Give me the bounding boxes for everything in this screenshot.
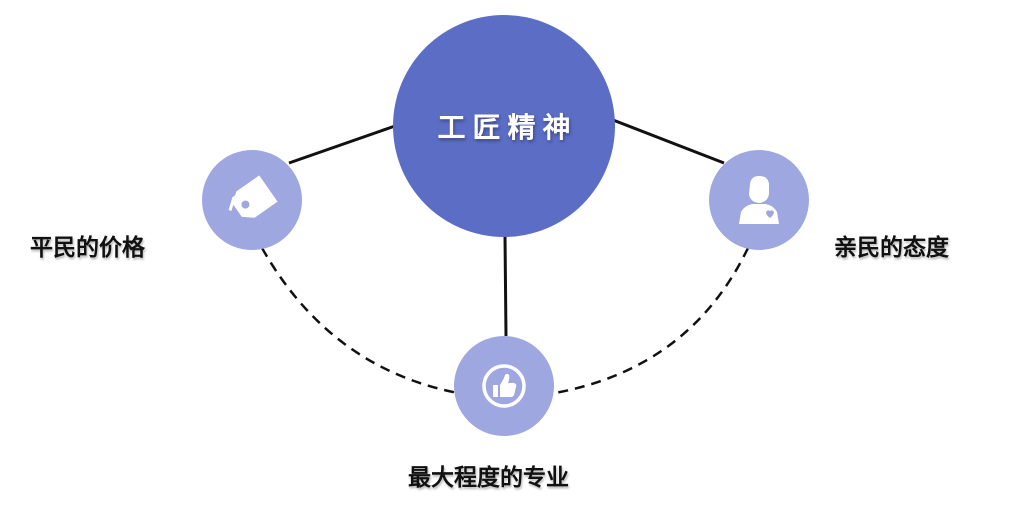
price-tag-icon (224, 172, 280, 228)
dashed-arc-left (260, 247, 459, 395)
node-price-circle (202, 150, 302, 250)
connector-hub-to-pro (503, 235, 508, 337)
node-attitude-circle (709, 150, 809, 250)
dashed-arc-right (554, 247, 750, 395)
node-attitude-label: 亲民的态度 (834, 235, 949, 261)
connector-hub-to-price (288, 124, 396, 165)
connector-hub-to-attitude (612, 118, 725, 165)
hub-label: 工匠精神 (437, 111, 578, 144)
node-pro-circle (454, 336, 554, 436)
node-pro-label: 最大程度的专业 (408, 465, 569, 491)
thumbs-up-icon (476, 358, 532, 414)
person-heart-icon (731, 172, 787, 228)
hub-circle: 工匠精神 (393, 15, 615, 237)
node-price-label: 平民的价格 (30, 235, 145, 261)
